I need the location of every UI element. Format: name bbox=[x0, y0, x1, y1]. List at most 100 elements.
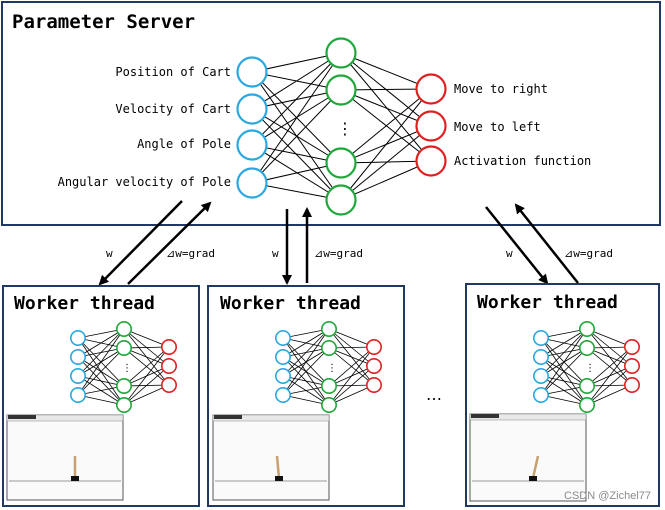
output-node bbox=[415, 110, 447, 142]
output-node bbox=[365, 338, 382, 355]
worker-network: ⋮ bbox=[70, 320, 178, 413]
input-node bbox=[274, 329, 291, 346]
hidden-layer-ellipsis: ⋮ bbox=[122, 363, 132, 374]
grad-label-worker-1: ⊿w=grad bbox=[166, 247, 215, 260]
input-label-velocity-of-cart: Velocity of Cart bbox=[115, 102, 231, 116]
hidden-node bbox=[320, 320, 337, 337]
output-node bbox=[161, 357, 178, 374]
network-edge bbox=[586, 384, 633, 406]
hidden-node bbox=[116, 396, 133, 413]
input-node bbox=[236, 56, 268, 88]
w-label-worker-2: w bbox=[272, 247, 279, 260]
input-node bbox=[236, 129, 268, 161]
network-edge bbox=[540, 328, 588, 396]
output-node bbox=[365, 376, 382, 393]
network-edge bbox=[123, 346, 170, 406]
hidden-node bbox=[116, 377, 133, 394]
hidden-node bbox=[578, 396, 595, 413]
cartpole-screen bbox=[212, 414, 330, 501]
hidden-layer-ellipsis: ⋮ bbox=[585, 363, 595, 374]
network-edge bbox=[586, 365, 633, 406]
input-node bbox=[70, 348, 87, 365]
network-edge bbox=[77, 347, 125, 396]
grad-arrow-worker-3 bbox=[514, 203, 579, 284]
hidden-layer-ellipsis: ⋮ bbox=[327, 363, 337, 374]
output-label-move-to-left: Move to left bbox=[454, 120, 541, 134]
w-label-worker-3: w bbox=[506, 247, 513, 260]
worker-title: Worker thread bbox=[220, 293, 361, 314]
hidden-node bbox=[325, 74, 357, 106]
network-edge bbox=[340, 89, 432, 127]
grad-label-worker-3: ⊿w=grad bbox=[564, 247, 613, 260]
network-edge bbox=[282, 328, 330, 358]
network-edge bbox=[123, 328, 170, 348]
parameter-server-box bbox=[1, 1, 661, 226]
network-edge bbox=[340, 52, 432, 90]
worker-thread-2: Worker thread ⋮ bbox=[207, 285, 405, 507]
w-arrow-worker-1 bbox=[98, 200, 183, 286]
w-label-worker-1: w bbox=[106, 247, 113, 260]
network-edge bbox=[340, 52, 432, 162]
input-node bbox=[236, 167, 268, 199]
hidden-node bbox=[578, 339, 595, 356]
network-edge bbox=[251, 89, 342, 184]
grad-arrow-worker-1 bbox=[127, 201, 212, 285]
input-node bbox=[70, 329, 87, 346]
w-arrow-worker-3 bbox=[485, 206, 549, 285]
parameter-server-title: Parameter Server bbox=[12, 11, 195, 33]
network-edge bbox=[586, 328, 633, 348]
output-node bbox=[161, 376, 178, 393]
output-label-move-to-right: Move to right bbox=[454, 82, 548, 96]
input-label-angle-of-pole: Angle of Pole bbox=[137, 137, 231, 151]
cartpole-screen bbox=[469, 413, 587, 502]
worker-thread-3: Worker thread ⋮ bbox=[465, 283, 660, 507]
network-edge bbox=[77, 328, 125, 396]
network-edge bbox=[123, 346, 170, 387]
network-edge bbox=[540, 347, 588, 396]
watermark: CSDN @Zichel77 bbox=[564, 490, 651, 502]
worker-title: Worker thread bbox=[14, 293, 155, 314]
network-edge bbox=[586, 347, 633, 367]
worker-network: ⋮ bbox=[532, 320, 640, 413]
hidden-node bbox=[325, 37, 357, 69]
network-edge bbox=[282, 328, 330, 396]
output-node bbox=[161, 338, 178, 355]
hidden-node bbox=[578, 377, 595, 394]
network-edge bbox=[251, 52, 342, 146]
network-edge bbox=[123, 365, 170, 406]
more-workers-ellipsis: … bbox=[426, 385, 442, 404]
network-edge bbox=[340, 88, 432, 201]
input-node bbox=[532, 329, 549, 346]
output-node bbox=[415, 73, 447, 105]
hidden-node bbox=[116, 339, 133, 356]
output-node bbox=[415, 145, 447, 177]
network-edge bbox=[123, 347, 170, 367]
network-edge bbox=[282, 328, 330, 377]
input-node bbox=[274, 367, 291, 384]
output-node bbox=[623, 338, 640, 355]
network-edge bbox=[586, 346, 633, 406]
network-edge bbox=[328, 346, 375, 387]
output-node bbox=[623, 357, 640, 374]
network-edge bbox=[282, 347, 330, 396]
hidden-node bbox=[320, 339, 337, 356]
hidden-node bbox=[325, 147, 357, 179]
network-edge bbox=[328, 346, 375, 406]
output-node bbox=[623, 376, 640, 393]
network-edge bbox=[340, 125, 432, 201]
input-node bbox=[236, 93, 268, 125]
output-node bbox=[365, 357, 382, 374]
hidden-node bbox=[578, 320, 595, 337]
network-edge bbox=[251, 52, 342, 184]
network-edge bbox=[328, 347, 375, 367]
network-edge bbox=[328, 328, 375, 348]
output-label-activation-function: Activation function bbox=[454, 154, 591, 168]
network-edge bbox=[123, 384, 170, 406]
input-label-position-of-cart: Position of Cart bbox=[115, 65, 231, 79]
input-node bbox=[274, 348, 291, 365]
input-node bbox=[274, 386, 291, 403]
hidden-node bbox=[320, 396, 337, 413]
input-node bbox=[532, 367, 549, 384]
network-edge bbox=[586, 346, 633, 387]
